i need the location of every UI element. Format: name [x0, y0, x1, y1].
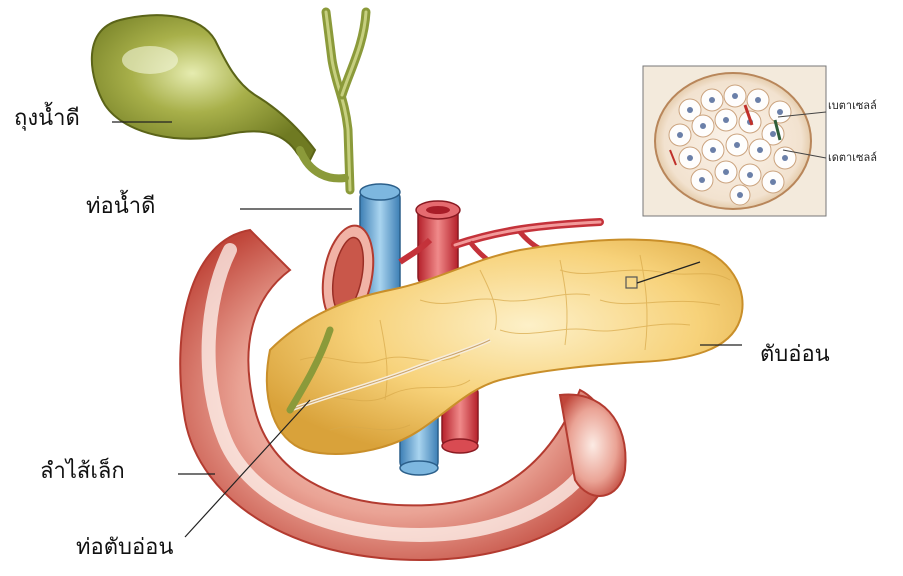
label-pancreatic-duct: ท่อตับอ่อน	[76, 537, 173, 559]
label-delta-cell: เดตาเซลล์	[828, 152, 877, 163]
label-small-intestine: ลำไส้เล็ก	[40, 461, 125, 483]
label-gallbladder: ถุงน้ำดี	[14, 108, 80, 130]
label-beta-cell: เบตาเซลล์	[828, 100, 877, 111]
label-bile-duct: ท่อน้ำดี	[86, 196, 155, 218]
gallbladder	[92, 15, 315, 160]
label-pancreas: ตับอ่อน	[760, 344, 830, 366]
islet-inset	[643, 66, 826, 216]
